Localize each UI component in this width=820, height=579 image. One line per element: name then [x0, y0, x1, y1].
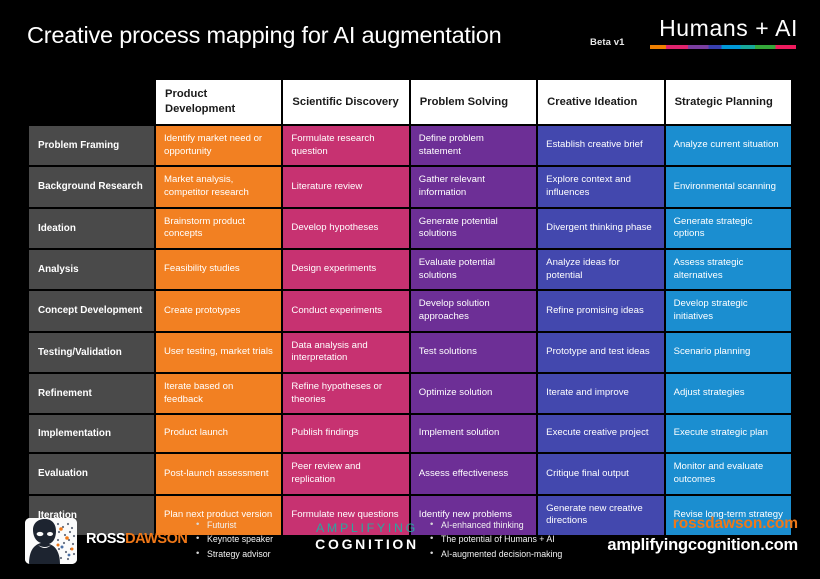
cell-r1-c4: Environmental scanning	[665, 167, 791, 207]
column-header-1: Scientific Discovery	[283, 80, 409, 124]
footer-bullets-right: AI-enhanced thinkingThe potential of Hum…	[430, 517, 562, 561]
row-header-3: Analysis	[29, 249, 154, 290]
cell-r0-c1: Formulate research question	[283, 126, 409, 166]
cell-r5-c4: Scenario planning	[665, 332, 791, 372]
cell-r1-c3: Explore context and influences	[538, 167, 664, 207]
row-header-5: Testing/Validation	[29, 332, 154, 372]
cell-r5-c1: Data analysis and interpretation	[283, 332, 409, 372]
cell-r7-c3: Execute creative project	[538, 415, 664, 453]
cell-r3-c0: Feasibility studies	[156, 249, 282, 290]
cell-r1-c2: Gather relevant information	[410, 167, 537, 207]
cell-r7-c1: Publish findings	[283, 415, 409, 453]
cell-r3-c3: Analyze ideas for potential	[538, 249, 664, 290]
cell-r8-c3: Critique final output	[538, 454, 664, 494]
row-header-7: Implementation	[29, 415, 154, 453]
cell-r3-c1: Design experiments	[283, 249, 409, 290]
cell-r8-c2: Assess effectiveness	[410, 454, 537, 494]
list-item: Futurist	[196, 517, 273, 533]
cell-r9-c4: Revise long-term strategy	[665, 495, 791, 535]
cell-r9-c1: Formulate new questions	[283, 495, 409, 535]
cell-r4-c2: Develop solution approaches	[410, 291, 537, 331]
cell-r6-c4: Adjust strategies	[665, 373, 791, 414]
url-rossdawson[interactable]: rossdawson.com	[672, 515, 798, 532]
column-header-0: Product Development	[156, 80, 282, 124]
cell-r6-c2: Optimize solution	[410, 373, 537, 414]
cell-r5-c0: User testing, market trials	[156, 332, 282, 372]
table-corner-cell	[29, 80, 154, 124]
cell-r1-c1: Literature review	[283, 167, 409, 207]
list-item: AI-enhanced thinking	[430, 517, 562, 533]
cell-r0-c2: Define problem statement	[410, 126, 537, 166]
cell-r2-c3: Divergent thinking phase	[538, 208, 664, 248]
cell-r4-c0: Create prototypes	[156, 291, 282, 331]
list-item: The potential of Humans + AI	[430, 531, 562, 547]
cell-r5-c2: Test solutions	[410, 332, 537, 372]
cell-r2-c4: Generate strategic options	[665, 208, 791, 248]
cell-r9-c3: Generate new creative directions	[538, 495, 664, 535]
cell-r6-c0: Iterate based on feedback	[156, 373, 282, 414]
row-header-6: Refinement	[29, 373, 154, 414]
page-title: Creative process mapping for AI augmenta…	[27, 22, 502, 48]
list-item: Strategy advisor	[196, 545, 273, 561]
row-header-1: Background Research	[29, 167, 154, 207]
cell-r4-c3: Refine promising ideas	[538, 291, 664, 331]
brand-logo-text: Humans + AI	[659, 15, 798, 41]
cell-r0-c3: Establish creative brief	[538, 126, 664, 166]
row-header-2: Ideation	[29, 208, 154, 248]
cell-r7-c2: Implement solution	[410, 415, 537, 453]
cell-r2-c2: Generate potential solutions	[410, 208, 537, 248]
amplifying-cognition-line2: COGNITION	[315, 536, 419, 552]
cell-r8-c0: Post-launch assessment	[156, 454, 282, 494]
cell-r4-c1: Conduct experiments	[283, 291, 409, 331]
brand-logo: Humans + AI	[650, 15, 798, 50]
amplifying-cognition-line1: AMPLIFYING	[315, 521, 419, 535]
cell-r7-c0: Product launch	[156, 415, 282, 453]
amplifying-cognition-logo: AMPLIFYING COGNITION	[307, 521, 427, 552]
portrait-avatar-icon	[25, 518, 77, 564]
brand-gradient-bar	[650, 45, 796, 50]
cell-r8-c1: Peer review and replication	[283, 454, 409, 494]
cell-r3-c4: Assess strategic alternatives	[665, 249, 791, 290]
footer-urls: rossdawson.com amplifyingcognition.com	[607, 515, 798, 555]
row-header-0: Problem Framing	[29, 126, 154, 166]
footer-bullets-left: FuturistKeynote speakerStrategy advisor	[196, 517, 273, 561]
rossdawson-logo-part2: DAWSON	[125, 531, 188, 547]
cell-r2-c0: Brainstorm product concepts	[156, 208, 282, 248]
list-item: AI-augmented decision-making	[430, 545, 562, 561]
cell-r3-c2: Evaluate potential solutions	[410, 249, 537, 290]
rossdawson-logo: ROSSDAWSON	[86, 531, 188, 547]
cell-r0-c4: Analyze current situation	[665, 126, 791, 166]
cell-r1-c0: Market analysis, competitor research	[156, 167, 282, 207]
version-badge: Beta v1	[590, 37, 625, 48]
row-header-4: Concept Development	[29, 291, 154, 331]
column-header-4: Strategic Planning	[665, 80, 791, 124]
column-header-3: Creative Ideation	[538, 80, 664, 124]
cell-r8-c4: Monitor and evaluate outcomes	[665, 454, 791, 494]
header: Creative process mapping for AI augmenta…	[0, 0, 820, 78]
cell-r5-c3: Prototype and test ideas	[538, 332, 664, 372]
cell-r6-c1: Refine hypotheses or theories	[283, 373, 409, 414]
cell-r0-c0: Identify market need or opportunity	[156, 126, 282, 166]
row-header-8: Evaluation	[29, 454, 154, 494]
cell-r4-c4: Develop strategic initiatives	[665, 291, 791, 331]
list-item: Keynote speaker	[196, 531, 273, 547]
rossdawson-logo-part1: ROSS	[86, 531, 126, 547]
cell-r2-c1: Develop hypotheses	[283, 208, 409, 248]
column-header-2: Problem Solving	[410, 80, 537, 124]
cell-r6-c3: Iterate and improve	[538, 373, 664, 414]
url-amplifyingcognition[interactable]: amplifyingcognition.com	[607, 536, 798, 554]
cell-r7-c4: Execute strategic plan	[665, 415, 791, 453]
